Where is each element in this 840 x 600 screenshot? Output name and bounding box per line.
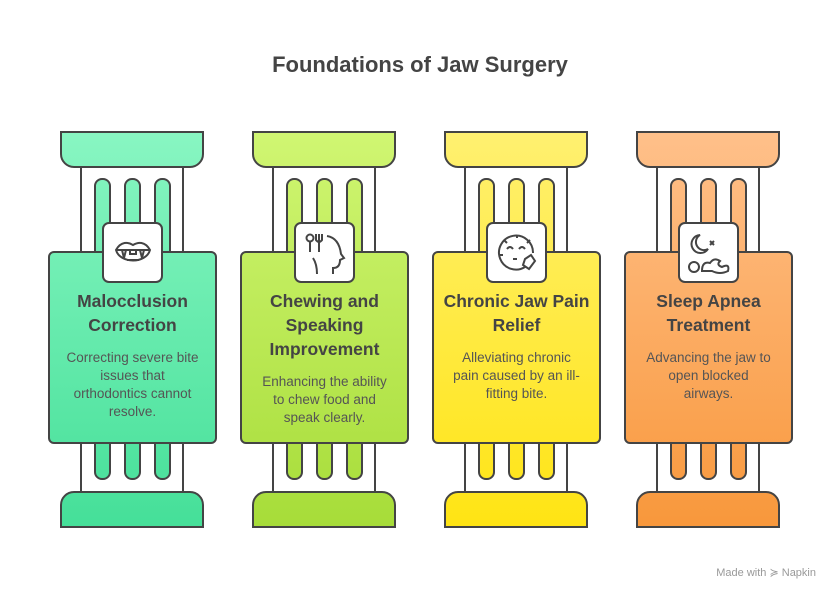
pillar-flute (286, 438, 303, 480)
sleeping-person-moon-icon (678, 222, 739, 283)
pillar-capital (444, 131, 588, 168)
pillar-flute (700, 438, 717, 480)
pillar-base (636, 491, 780, 528)
head-utensils-icon (294, 222, 355, 283)
napkin-logo-icon: ≽ (769, 567, 779, 579)
pillar-base (444, 491, 588, 528)
face-jaw-pain-icon (486, 222, 547, 283)
pillar-1: Malocclusion Correction Correcting sever… (48, 0, 218, 600)
mouth-fangs-icon (102, 222, 163, 283)
pillar-flute (730, 438, 747, 480)
pillar-description: Enhancing the ability to chew food and s… (262, 374, 387, 425)
pillar-description: Alleviating chronic pain caused by an il… (453, 350, 580, 401)
pillar-base (60, 491, 204, 528)
pillar-flute (508, 438, 525, 480)
pillar-2: Chewing and Speaking Improvement Enhanci… (240, 0, 410, 600)
pillar-capital (60, 131, 204, 168)
pillar-card: Sleep Apnea Treatment Advancing the jaw … (624, 251, 793, 444)
pillar-flute (124, 438, 141, 480)
page-title: Foundations of Jaw Surgery (272, 52, 568, 77)
pillar-description: Advancing the jaw to open blocked airway… (646, 350, 771, 401)
watermark-text: Made with (716, 567, 767, 579)
pillar-heading: Sleep Apnea Treatment (656, 291, 761, 335)
pillar-3: Chronic Jaw Pain Relief Alleviating chro… (432, 0, 602, 600)
pillar-card: Chronic Jaw Pain Relief Alleviating chro… (432, 251, 601, 444)
pillar-card: Malocclusion Correction Correcting sever… (48, 251, 217, 444)
pillar-base (252, 491, 396, 528)
napkin-watermark: Made with ≽ Napkin (716, 566, 816, 579)
pillar-4: Sleep Apnea Treatment Advancing the jaw … (624, 0, 794, 600)
pillar-capital (252, 131, 396, 168)
pillar-capital (636, 131, 780, 168)
pillar-card: Chewing and Speaking Improvement Enhanci… (240, 251, 409, 444)
pillar-heading: Chronic Jaw Pain Relief (443, 291, 590, 335)
pillar-flute (94, 438, 111, 480)
pillar-flute (316, 438, 333, 480)
pillar-flute (478, 438, 495, 480)
watermark-brand: Napkin (781, 567, 816, 579)
pillar-flute (538, 438, 555, 480)
pillar-flute (154, 438, 171, 480)
pillar-heading: Chewing and Speaking Improvement (269, 291, 380, 359)
pillar-flute (670, 438, 687, 480)
pillar-flute (346, 438, 363, 480)
pillar-description: Correcting severe bite issues that ortho… (66, 350, 199, 419)
pillar-heading: Malocclusion Correction (77, 291, 188, 335)
